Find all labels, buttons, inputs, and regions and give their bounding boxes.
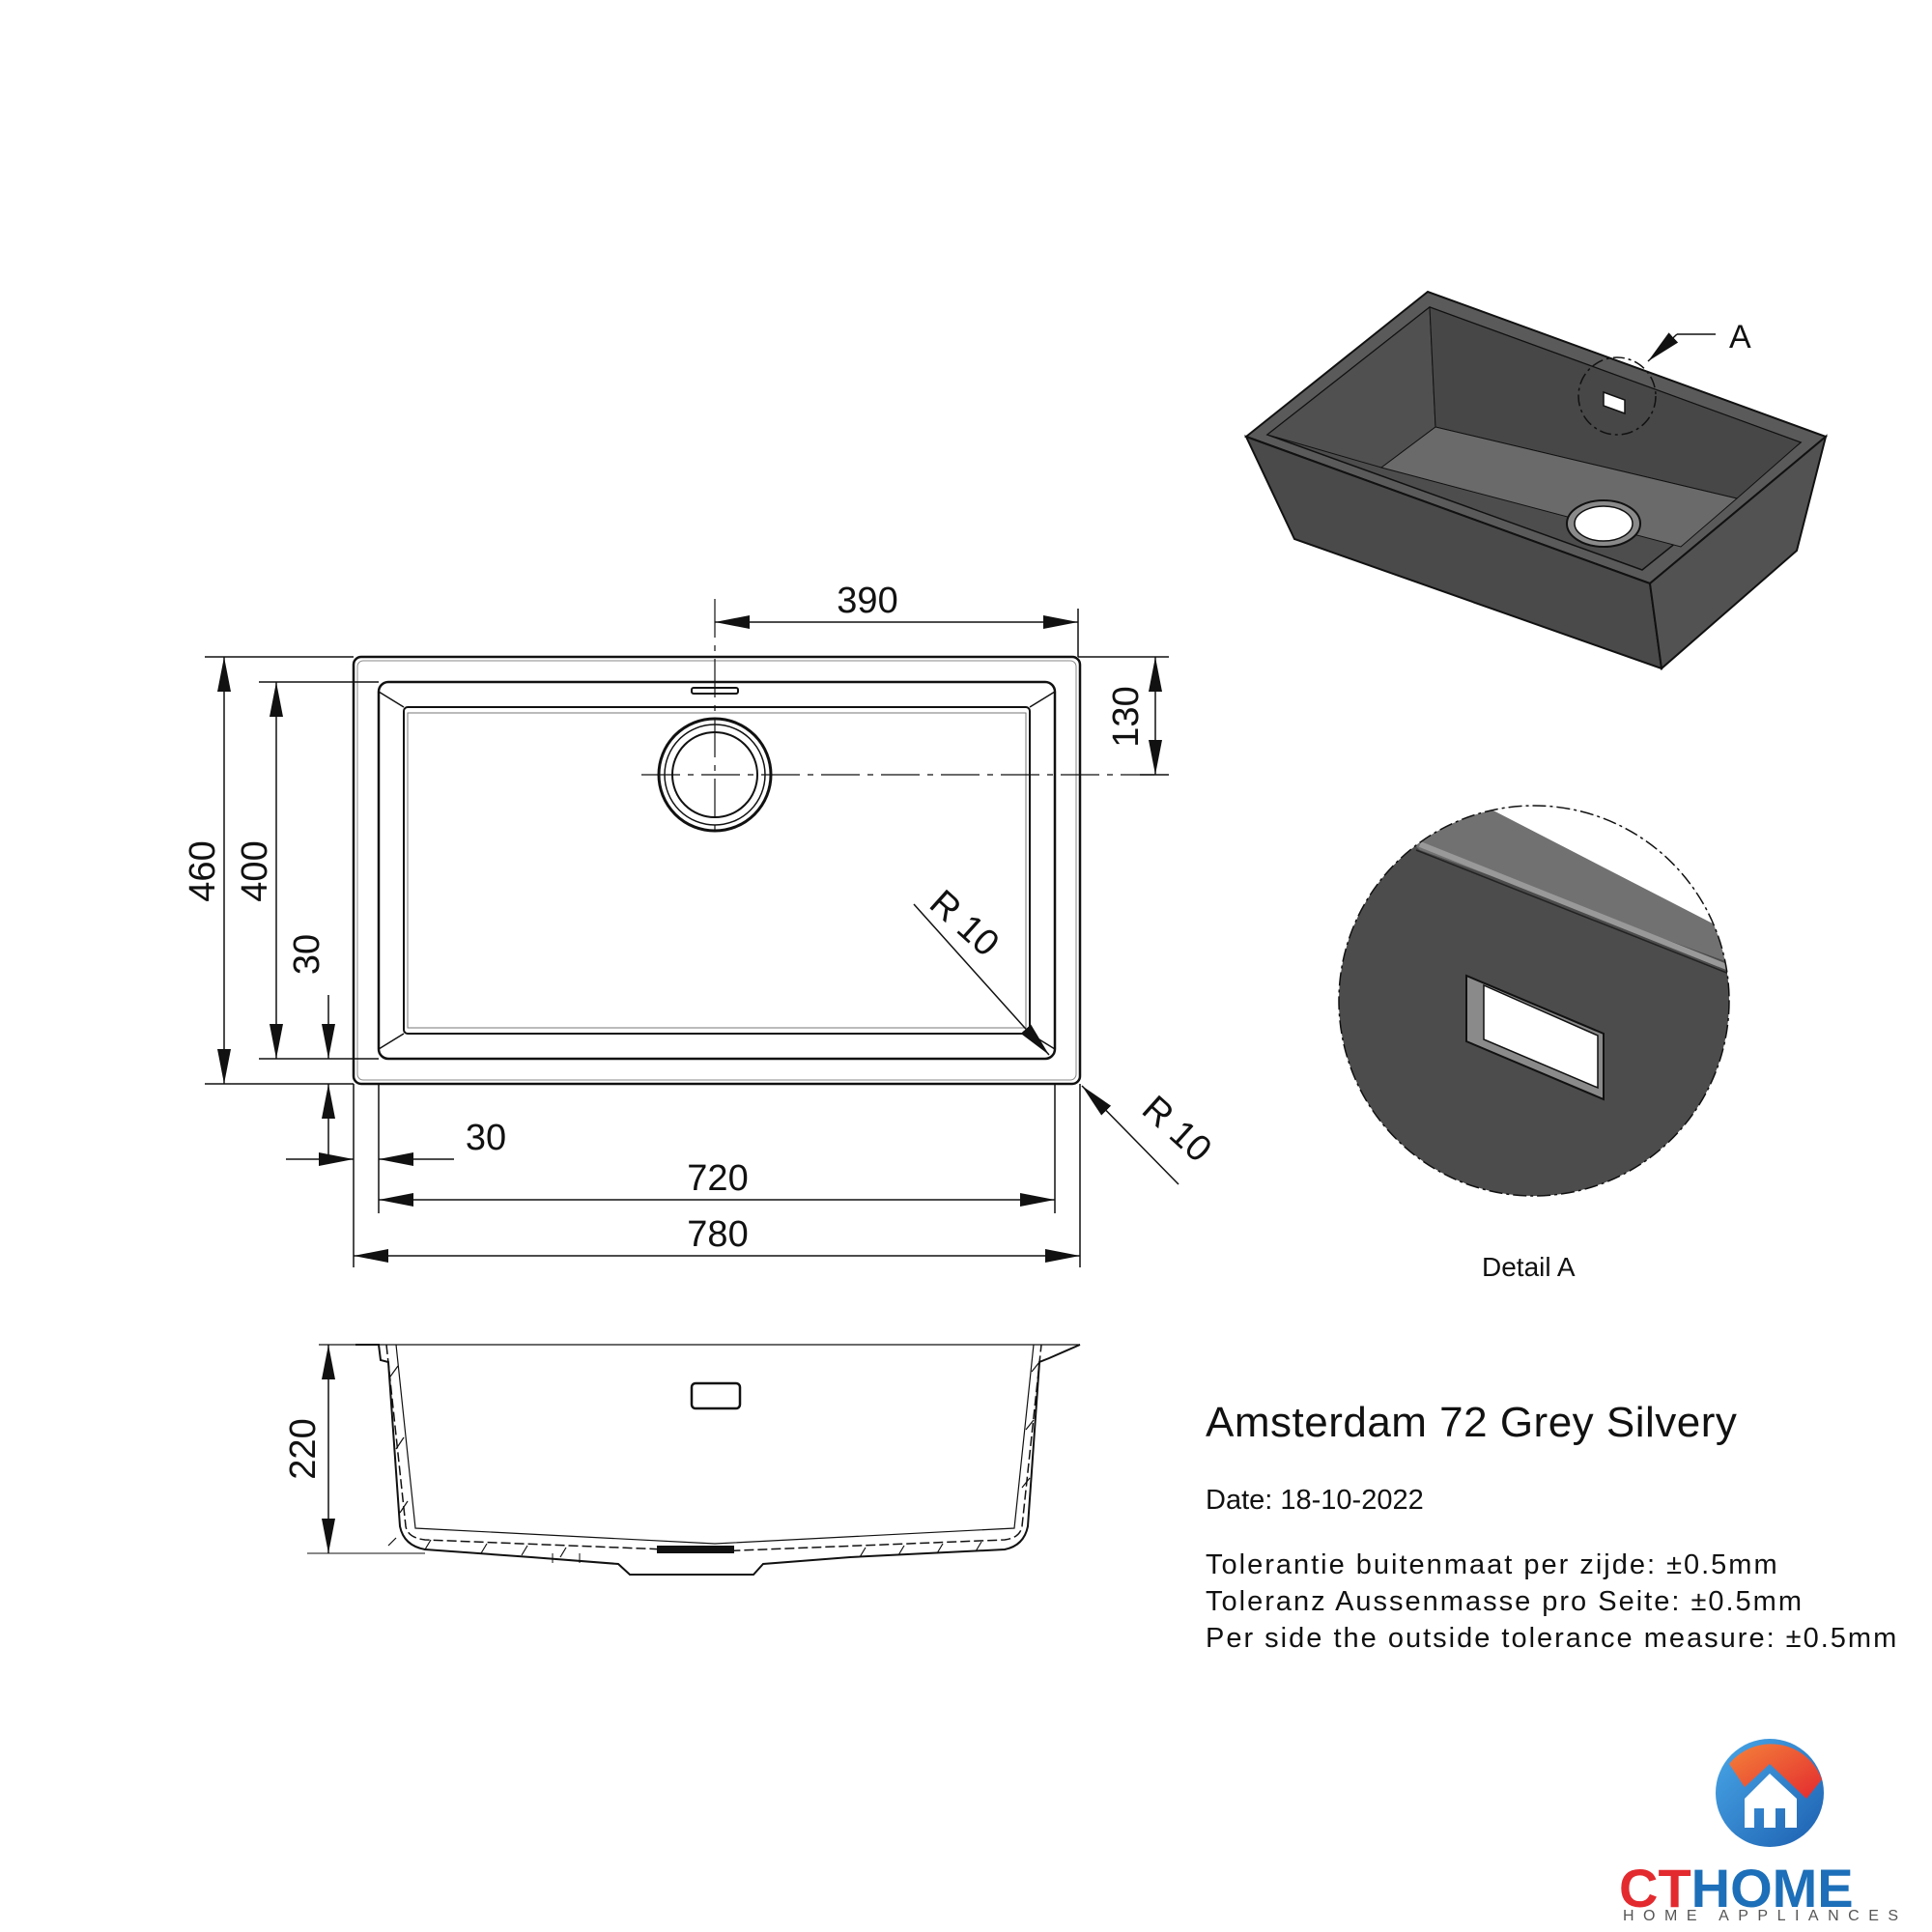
plan-dimensions	[205, 609, 1179, 1267]
plan-view	[352, 599, 1154, 1086]
dim-780: 780	[687, 1214, 748, 1255]
brand-ct: CT	[1619, 1858, 1691, 1918]
tolerance-nl: Tolerantie buitenmaat per zijde: ±0.5mm	[1206, 1549, 1779, 1580]
dim-30-vertical: 30	[287, 934, 327, 975]
brand-home: HOME	[1690, 1858, 1854, 1918]
dim-r10-inner: R 10	[922, 883, 1007, 965]
tolerance-de: Toleranz Aussenmasse pro Seite: ±0.5mm	[1206, 1586, 1804, 1617]
brand-logo-text: CTHOME	[1619, 1857, 1854, 1919]
product-title: Amsterdam 72 Grey Silvery	[1206, 1399, 1738, 1446]
dim-130: 130	[1106, 686, 1147, 747]
drawing-date: Date: 18-10-2022	[1206, 1485, 1424, 1516]
detail-a-label: Detail A	[1482, 1252, 1576, 1282]
tolerance-en: Per side the outside tolerance measure: …	[1206, 1623, 1899, 1654]
dim-r10-outer: R 10	[1134, 1089, 1219, 1171]
isometric-sink-view	[1243, 290, 1828, 670]
dim-30-horizontal: 30	[466, 1118, 506, 1158]
dim-400: 400	[235, 840, 275, 901]
section-view	[307, 1344, 1081, 1576]
detail-marker-a: A	[1729, 319, 1751, 355]
dim-390: 390	[837, 581, 897, 621]
detail-a-view	[1338, 805, 1730, 1197]
dim-460: 460	[183, 840, 223, 901]
dim-720: 720	[687, 1158, 748, 1199]
brand-tagline: HOME APPLIANCES	[1623, 1908, 1908, 1924]
dim-220: 220	[283, 1418, 324, 1479]
